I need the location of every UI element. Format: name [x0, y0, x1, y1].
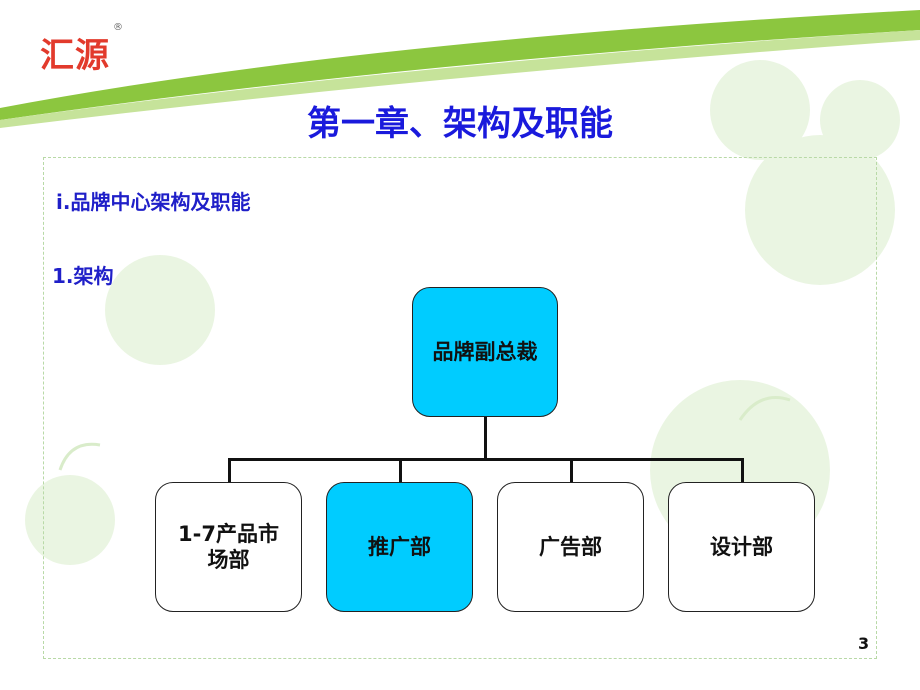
content-frame [43, 157, 877, 659]
org-node-label: 推广部 [368, 534, 431, 559]
org-node-promotion: 推广部 [326, 482, 473, 612]
org-node-label: 品牌副总裁 [432, 339, 538, 364]
org-node-advertising: 广告部 [497, 482, 644, 612]
connector-child-4 [741, 458, 744, 482]
connector-horizontal [228, 458, 744, 461]
org-node-design: 设计部 [668, 482, 815, 612]
slide-title: 第一章、架构及职能 [307, 104, 613, 144]
section-heading: ⅰ.品牌中心架构及职能 [56, 190, 251, 214]
subsection-heading: 1.架构 [52, 264, 114, 288]
org-node-product-marketing: 1-7产品市场部 [155, 482, 302, 612]
page-number: 3 [858, 634, 870, 653]
connector-child-1 [228, 458, 231, 482]
connector-child-2 [399, 458, 402, 482]
org-node-label: 广告部 [539, 534, 602, 559]
connector-child-3 [570, 458, 573, 482]
registered-mark: ® [113, 22, 124, 33]
org-node-label: 1-7产品市场部 [178, 521, 279, 572]
org-node-root: 品牌副总裁 [412, 287, 558, 417]
huiyuan-logo: 汇源 ® [40, 22, 123, 77]
org-node-label: 设计部 [710, 534, 773, 559]
connector-root-down [484, 417, 487, 460]
logo-text: 汇源 [40, 36, 110, 76]
